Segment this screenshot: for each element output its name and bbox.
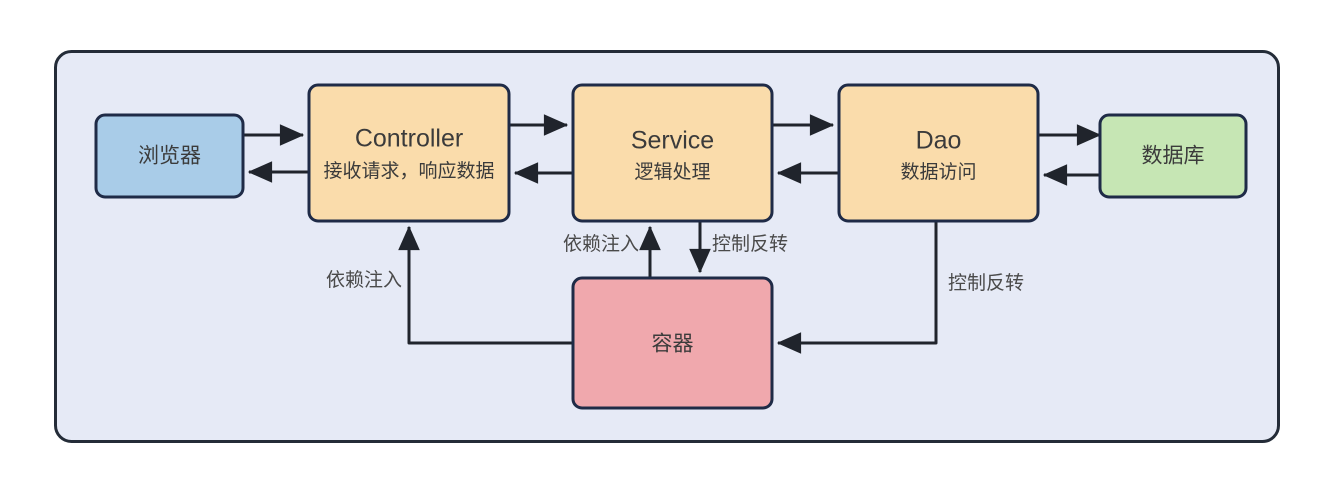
node-database-label: 数据库: [1142, 145, 1205, 168]
edge-label-inversion-of-control-center: 控制反转: [712, 233, 788, 255]
edge-dao-to-container: [776, 221, 938, 354]
edge-container-to-controller: [398, 225, 573, 345]
node-browser-shape[interactable]: [94, 113, 245, 199]
node-dao[interactable]: Dao 数据访问: [837, 83, 1040, 223]
node-controller-title: Controller: [355, 125, 463, 153]
node-database[interactable]: 数据库: [1098, 113, 1248, 199]
node-database-shape[interactable]: [1098, 113, 1248, 199]
node-browser-label: 浏览器: [138, 145, 201, 168]
node-controller-subtitle: 接收请求，响应数据: [323, 160, 494, 182]
node-service-subtitle: 逻辑处理: [634, 161, 710, 183]
node-dao-shape[interactable]: [837, 83, 1040, 223]
node-service-title: Service: [631, 127, 714, 155]
node-controller[interactable]: Controller 接收请求，响应数据: [307, 83, 511, 223]
node-dao-subtitle: 数据访问: [900, 161, 976, 183]
node-container-label: 容器: [652, 333, 694, 356]
node-service[interactable]: Service 逻辑处理: [571, 83, 774, 223]
edge-label-inversion-of-control-right: 控制反转: [948, 272, 1024, 294]
node-container[interactable]: 容器: [571, 276, 774, 410]
node-dao-title: Dao: [916, 127, 962, 155]
edge-label-dependency-injection-center: 依赖注入: [563, 233, 639, 255]
node-service-shape[interactable]: [571, 83, 774, 223]
edge-label-dependency-injection-left: 依赖注入: [326, 269, 402, 291]
node-browser[interactable]: 浏览器: [94, 113, 245, 199]
node-controller-shape[interactable]: [307, 83, 511, 223]
node-container-shape[interactable]: [571, 276, 774, 410]
